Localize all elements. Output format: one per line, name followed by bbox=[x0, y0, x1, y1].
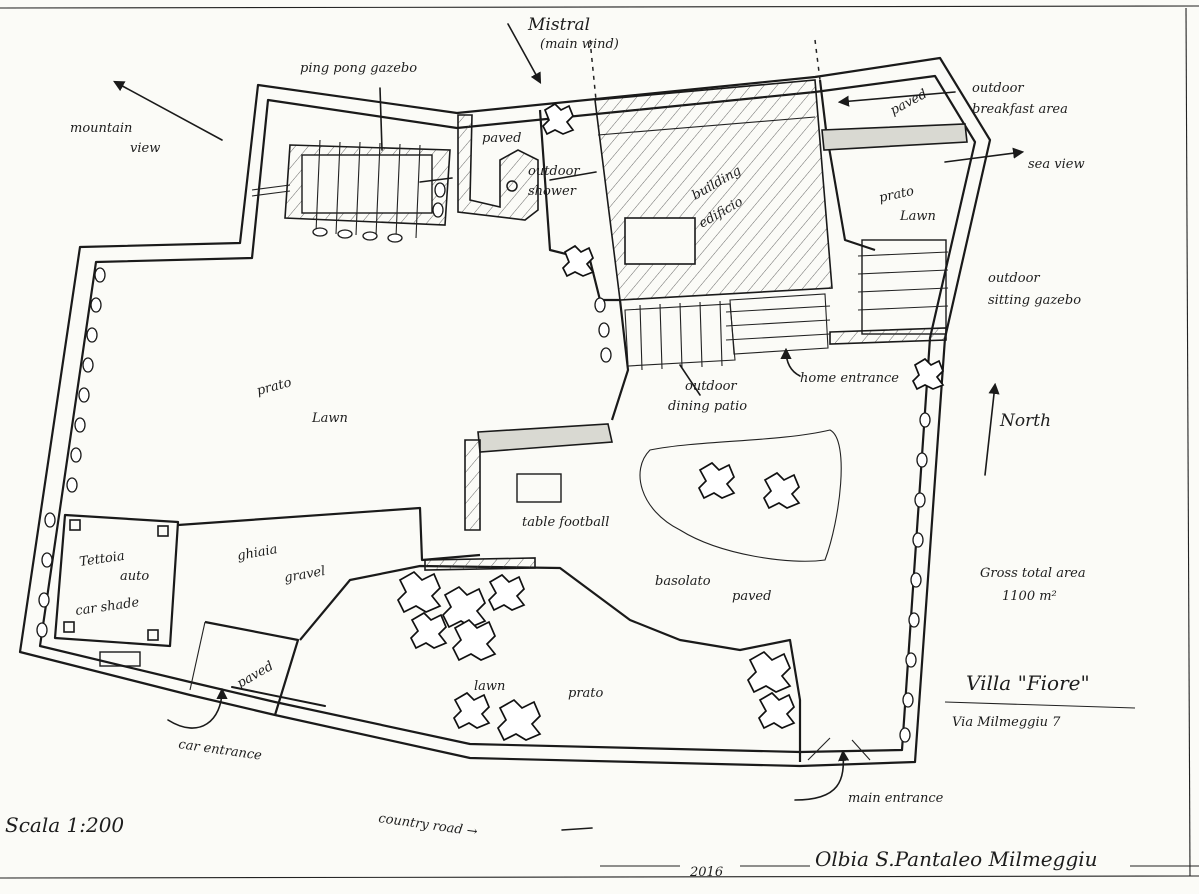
title-underlines bbox=[600, 701, 1199, 867]
label-home-entrance: home entrance bbox=[800, 371, 899, 386]
label-paved-center: paved bbox=[732, 589, 771, 604]
label-outdoor-shower-1: outdoor bbox=[528, 164, 580, 179]
car-entrance-arrow bbox=[167, 687, 228, 729]
label-lawn-main: Lawn bbox=[311, 411, 348, 426]
label-outdoor-dining-1: outdoor bbox=[685, 379, 737, 394]
sea-view-arrow bbox=[944, 147, 1025, 163]
trees bbox=[396, 102, 945, 742]
table-football bbox=[516, 473, 562, 503]
outdoor-shower bbox=[457, 114, 539, 221]
label-mountain: mountain bbox=[70, 121, 132, 136]
label-outdoor-dining-2: dining patio bbox=[668, 399, 747, 414]
breakfast-arrow bbox=[837, 91, 956, 107]
label-ping-pong-gazebo: ping pong gazebo bbox=[300, 61, 417, 76]
sheet-frame bbox=[0, 5, 1199, 879]
property-boundary bbox=[18, 56, 992, 768]
country-road-line bbox=[561, 827, 593, 831]
label-tettoia: Tettoia bbox=[78, 549, 125, 570]
ping-pong-gazebo bbox=[251, 139, 451, 239]
label-paved-sw: paved bbox=[235, 659, 277, 692]
label-sea-view: sea view bbox=[1028, 157, 1085, 172]
labels: Mistral (main wind) ping pong gazebo mou… bbox=[5, 15, 1098, 880]
label-address: Via Milmeggiu 7 bbox=[952, 715, 1061, 730]
label-view: view bbox=[130, 141, 160, 156]
label-main-wind: (main wind) bbox=[540, 37, 619, 52]
label-outdoor-shower-2: shower bbox=[528, 184, 577, 199]
label-lawn-ne: Lawn bbox=[899, 209, 936, 224]
label-outdoor-sitting-1: outdoor bbox=[988, 271, 1040, 286]
label-mistral: Mistral bbox=[527, 15, 590, 35]
label-table-football: table football bbox=[522, 515, 609, 530]
annotation-arrows bbox=[113, 23, 1025, 831]
central-hedge bbox=[177, 109, 630, 562]
main-entrance-arrow bbox=[794, 749, 850, 801]
label-outdoor-breakfast-1: outdoor bbox=[972, 81, 1024, 96]
car-shade bbox=[53, 513, 180, 648]
label-gravel: gravel bbox=[283, 564, 326, 586]
label-year: 2016 bbox=[689, 865, 723, 880]
mountain-view-arrow bbox=[113, 80, 223, 141]
shrub-borders bbox=[36, 182, 931, 743]
label-outdoor-breakfast-2: breakfast area bbox=[972, 102, 1068, 117]
label-scale: Scala 1:200 bbox=[5, 813, 124, 837]
north-arrow bbox=[984, 382, 1000, 476]
label-car-entrance: car entrance bbox=[177, 737, 263, 764]
label-location: Olbia S.Pantaleo Milmeggiu bbox=[815, 847, 1098, 871]
home-entrance-arrow bbox=[780, 347, 801, 377]
label-gross-area-1: Gross total area bbox=[980, 566, 1086, 581]
south-lawn-boundary bbox=[99, 557, 871, 762]
label-paved-ne: paved bbox=[888, 87, 930, 119]
label-lawn-south: lawn bbox=[474, 679, 505, 694]
label-villa-name: Villa "Fiore" bbox=[966, 671, 1090, 695]
flower-bed bbox=[639, 429, 842, 562]
label-prato-south: prato bbox=[568, 686, 604, 701]
dining-patio-pergola bbox=[624, 293, 831, 371]
label-car-shade: car shade bbox=[74, 595, 140, 619]
label-prato-ne: prato bbox=[878, 184, 916, 206]
building bbox=[594, 79, 833, 301]
label-basolato: basolato bbox=[655, 574, 711, 589]
label-outdoor-sitting-2: sitting gazebo bbox=[988, 293, 1081, 308]
mistral-arrow bbox=[507, 23, 542, 84]
label-north: North bbox=[999, 411, 1051, 431]
label-paved-top: paved bbox=[482, 131, 521, 146]
label-gross-area-2: 1100 m² bbox=[1002, 589, 1057, 604]
label-prato-main: prato bbox=[255, 375, 293, 399]
northeast-court bbox=[589, 39, 968, 345]
label-country-road: country road → bbox=[377, 811, 478, 840]
label-auto: auto bbox=[120, 569, 149, 584]
label-main-entrance: main entrance bbox=[848, 791, 944, 806]
label-ghiaia: ghiaia bbox=[236, 542, 279, 564]
